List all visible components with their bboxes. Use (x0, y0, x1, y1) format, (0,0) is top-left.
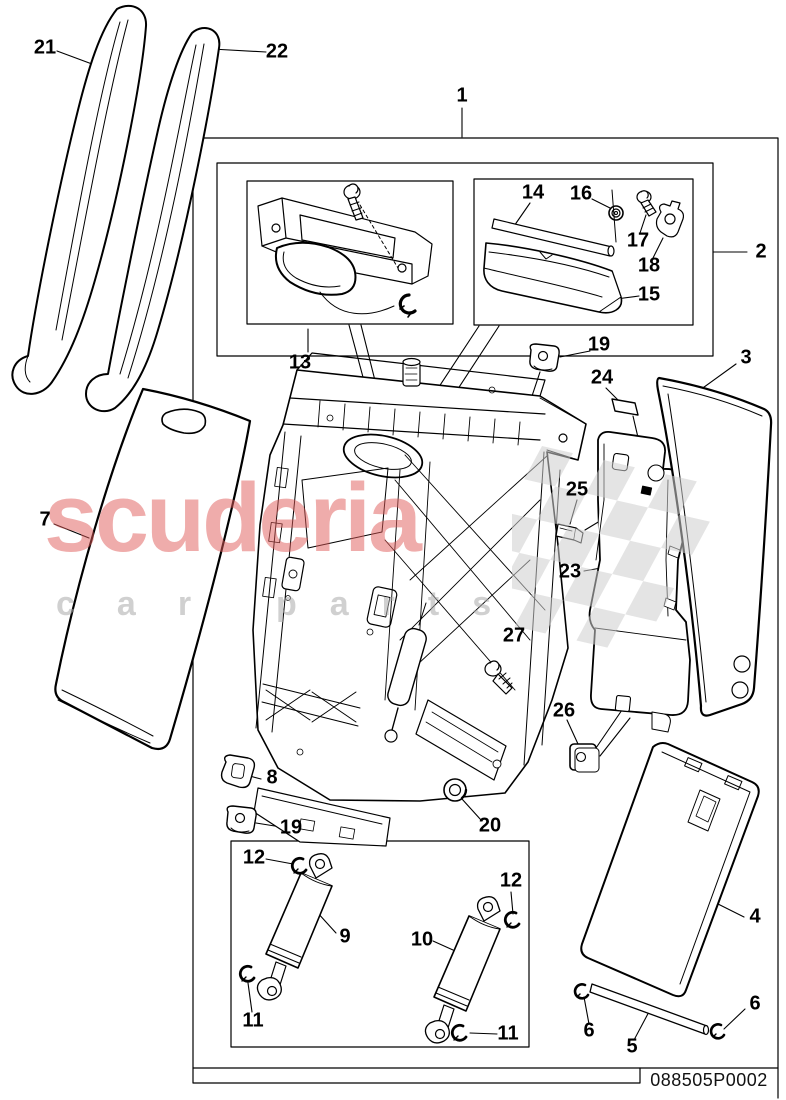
callout-22: 22 (265, 40, 289, 63)
part-19-clip-bottom (226, 805, 257, 834)
part-21-trim-strip (11, 4, 148, 395)
callout-5: 5 (626, 1035, 638, 1058)
part-17-screw (636, 190, 657, 217)
callout-4: 4 (749, 905, 761, 928)
inset-9-12-struts (238, 853, 521, 1044)
latch-plate (257, 197, 433, 285)
part-8-clip (220, 754, 256, 789)
latch-bracket-center (366, 586, 398, 636)
group-box-2 (216, 162, 714, 357)
part-16-spring (608, 189, 624, 243)
latch-knob (274, 241, 357, 296)
callout-2: 2 (755, 240, 767, 263)
callout-15: 15 (637, 283, 661, 306)
callout-8: 8 (266, 766, 278, 789)
callout-13: 13 (288, 351, 312, 374)
part-22-trim-strip (85, 27, 221, 413)
callout-10: 10 (410, 928, 434, 951)
callout-6: 6 (749, 992, 761, 1015)
callout-19: 19 (279, 816, 303, 839)
callout-7: 7 (39, 508, 51, 531)
inset-box-13 (246, 180, 454, 325)
part-6-clip-right (709, 1023, 726, 1040)
part-6-clip-left (573, 983, 590, 1000)
rubber-buffer (402, 357, 421, 387)
part-9-strut (256, 853, 333, 1001)
callout-17: 17 (626, 229, 650, 252)
part-7-door-panel (54, 387, 252, 751)
callout-23: 23 (558, 560, 582, 583)
callout-19: 19 (587, 333, 611, 356)
main-frame-assembly (252, 352, 587, 847)
part-19-clip-top (529, 343, 560, 372)
latch-bracket-left (281, 556, 305, 601)
callout-21: 21 (33, 36, 57, 59)
callout-20: 20 (478, 814, 502, 837)
callout-24: 24 (590, 366, 614, 389)
x-braces (261, 683, 361, 727)
part-20-grommet (443, 778, 468, 802)
callout-11: 11 (242, 1009, 264, 1032)
callout-11: 11 (497, 1022, 519, 1045)
inset-box-14-18 (473, 178, 694, 326)
inset-13-latch-assembly (257, 183, 433, 318)
group-box-1 (192, 137, 779, 1099)
part-25-plug (555, 523, 584, 544)
part-24-pad (611, 398, 639, 416)
part-26-plug (569, 743, 600, 773)
callout-12: 12 (242, 846, 266, 869)
part-15-lid (483, 242, 623, 314)
inset-14-18-kit (483, 189, 685, 314)
installed-gas-strut (384, 602, 427, 743)
callout-12: 12 (499, 869, 523, 892)
callout-25: 25 (565, 478, 589, 501)
part-5-rod (589, 983, 710, 1036)
callout-9: 9 (339, 925, 351, 948)
callout-1: 1 (456, 84, 468, 107)
callout-14: 14 (521, 181, 545, 204)
latch-circlip (398, 293, 417, 318)
part-4-lid-panel (580, 742, 760, 998)
part-27-screw (484, 660, 513, 695)
part-18-bracket (655, 200, 685, 238)
callout-16: 16 (569, 182, 593, 205)
lower-slide-rail (415, 699, 507, 781)
callout-3: 3 (740, 346, 752, 369)
part-14-rod (491, 218, 615, 257)
latch-screw (343, 183, 364, 221)
e-clips (238, 856, 521, 1042)
callout-26: 26 (552, 699, 576, 722)
part-10-strut (424, 896, 501, 1044)
callout-18: 18 (637, 254, 661, 277)
bottom-latch-plate (253, 787, 391, 847)
diagram-code: 088505P0002 (650, 1070, 768, 1090)
callout-27: 27 (502, 624, 526, 647)
callout-6: 6 (583, 1019, 595, 1042)
